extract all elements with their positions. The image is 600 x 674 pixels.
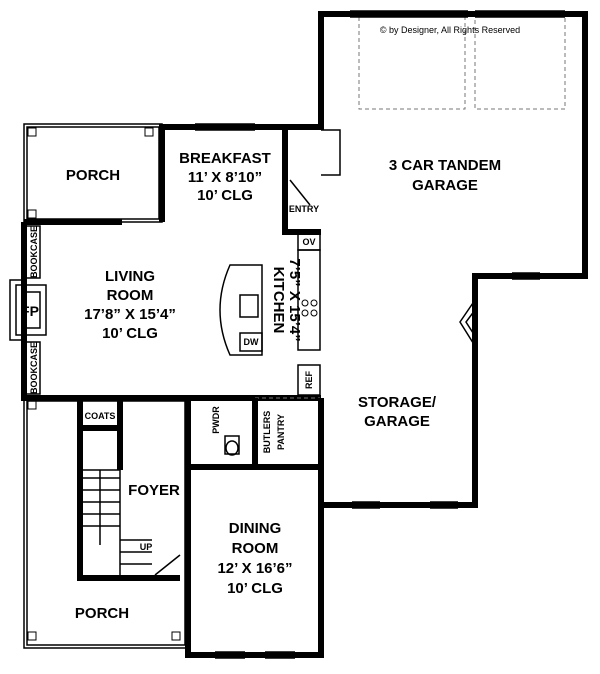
dining-label-1: DINING	[229, 520, 282, 537]
porch-bottom-label: PORCH	[75, 605, 129, 622]
copyright-note: © by Designer, All Rights Reserved	[380, 25, 520, 35]
bookcase-top-label: BOOKCASE	[29, 226, 39, 278]
kitchen-label: KITCHEN	[270, 267, 287, 334]
breakfast-ceiling: 10’ CLG	[197, 187, 253, 204]
kitchen-dims: 7’5” X 15’4”	[286, 258, 303, 341]
dishwasher-label: DW	[244, 337, 259, 347]
coats-label: COATS	[85, 411, 116, 421]
bookcase-bottom-label: BOOKCASE	[29, 342, 39, 394]
living-dims: 17’8” X 15’4”	[84, 306, 176, 323]
butlers-label-1: BUTLERS	[262, 411, 272, 454]
garage-label-2: GARAGE	[412, 177, 478, 194]
foyer-label: FOYER	[128, 482, 180, 499]
porch-top-label: PORCH	[66, 167, 120, 184]
stairs-up-label: UP	[140, 542, 153, 552]
living-ceiling: 10’ CLG	[102, 325, 158, 342]
breakfast-dims: 11’ X 8’10”	[188, 169, 262, 186]
refrigerator-label: REF	[304, 370, 314, 389]
butlers-label-2: PANTRY	[276, 414, 286, 450]
living-label-1: LIVING	[105, 268, 155, 285]
garage-walls	[318, 10, 588, 509]
storage-label-2: GARAGE	[364, 413, 430, 430]
storage-label-1: STORAGE/	[358, 394, 437, 411]
dining-ceiling: 10’ CLG	[227, 580, 283, 597]
garage-label-1: 3 CAR TANDEM	[389, 157, 501, 174]
oven-label: OV	[302, 237, 315, 247]
dining-dims: 12’ X 16’6”	[217, 560, 292, 577]
breakfast-label: BREAKFAST	[179, 150, 271, 167]
fireplace-label: FP	[21, 303, 39, 319]
house-walls	[9, 123, 341, 659]
living-label-2: ROOM	[107, 287, 154, 304]
entry-label: ENTRY	[289, 204, 319, 214]
dining-label-2: ROOM	[232, 540, 279, 557]
powder-label: PWDR	[211, 406, 221, 434]
